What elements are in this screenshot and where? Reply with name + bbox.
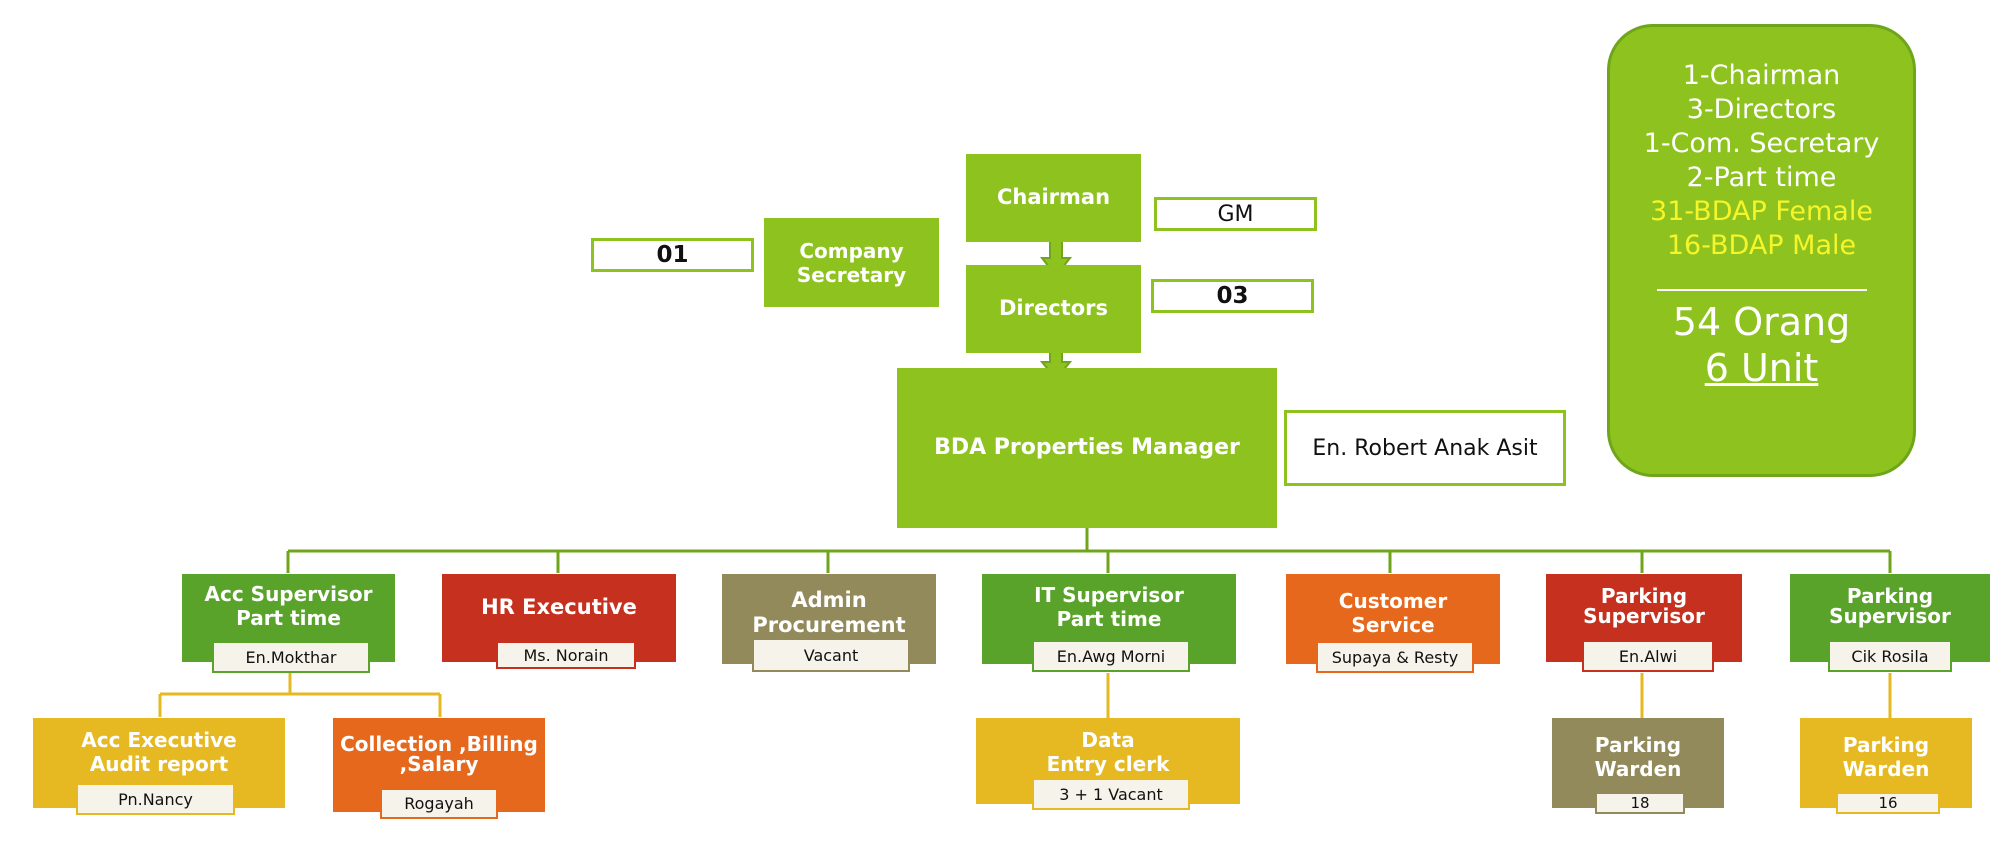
unit-title-line: Part time: [236, 606, 341, 630]
manager-box: BDA Properties Manager: [897, 368, 1277, 528]
unit-name-tag: En.Awg Morni: [1032, 640, 1190, 672]
subunit-person: Rogayah: [404, 794, 474, 813]
unit-person: Vacant: [803, 645, 859, 665]
unit-name-tag: En.Mokthar: [212, 641, 370, 673]
subunit-person: 3 + 1 Vacant: [1059, 784, 1163, 804]
unit-person: Ms. Norain: [523, 645, 609, 665]
summary-highlight-line: 16-BDAP Male: [1666, 230, 1857, 261]
unit-person: En.Mokthar: [245, 647, 337, 667]
summary-line: 3-Directors: [1686, 94, 1837, 125]
subunit-title-line: Acc Executive: [81, 728, 237, 752]
unit-title-line: Parking: [1846, 584, 1934, 608]
unit-name-tag: Ms. Norain: [496, 641, 636, 669]
subunit-title-line: Warden: [1594, 757, 1682, 781]
subunit-title-line: Parking: [1842, 733, 1930, 757]
subunit-name-tag: Rogayah: [380, 788, 498, 819]
summary-total-people: 54 Orang: [1672, 300, 1851, 344]
subunit-title-line: Audit report: [89, 752, 229, 776]
subunit-title-line: Collection ,Billing: [340, 732, 538, 756]
unit-title-line: Supervisor: [1583, 604, 1705, 628]
summary-total-units: 6 Unit: [1704, 346, 1819, 390]
secretary-count: 01: [656, 242, 689, 268]
manager-name: En. Robert Anak Asit: [1312, 435, 1538, 461]
unit-title-line: Parking: [1600, 584, 1688, 608]
manager-label: BDA Properties Manager: [934, 434, 1240, 460]
unit-person: Supaya & Resty: [1331, 647, 1459, 667]
unit-title-line: Service: [1351, 613, 1435, 637]
unit-name-tag: En.Alwi: [1582, 640, 1714, 672]
subunit-name-tag: 16: [1836, 792, 1940, 814]
directors-box: Directors: [966, 265, 1141, 353]
gm-label: GM: [1217, 201, 1254, 227]
chairman-box: Chairman: [966, 154, 1141, 242]
unit-title-line: Admin: [791, 587, 867, 612]
summary-line: 1-Com. Secretary: [1643, 128, 1880, 159]
secretary-count-box: 01: [591, 238, 754, 272]
summary-line: 2-Part time: [1686, 162, 1837, 193]
summary-line: 1-Chairman: [1682, 60, 1841, 91]
subunit-title-line: Parking: [1594, 733, 1682, 757]
subunit-title-line: Data: [1081, 728, 1135, 752]
directors-count-box: 03: [1151, 279, 1314, 313]
subunit-title-line: Entry clerk: [1046, 752, 1170, 776]
unit-title-line: Acc Supervisor: [204, 582, 373, 606]
directors-count: 03: [1216, 283, 1249, 309]
summary-divider: [1656, 289, 1867, 291]
unit-title-line: IT Supervisor: [1034, 583, 1184, 607]
subunit-person: 18: [1630, 794, 1650, 812]
subunit-title-line: Warden: [1842, 757, 1930, 781]
subunit-person: Pn.Nancy: [118, 789, 193, 809]
unit-name-tag: Cik Rosila: [1828, 640, 1952, 672]
unit-name-tag: Vacant: [752, 638, 910, 672]
subunit-name-tag: 18: [1595, 792, 1685, 814]
unit-title-line: Supervisor: [1829, 604, 1951, 628]
unit-name-tag: Supaya & Resty: [1316, 641, 1474, 673]
unit-title-line: Customer: [1338, 589, 1448, 613]
subunit-name-tag: Pn.Nancy: [76, 783, 235, 815]
unit-person: En.Alwi: [1618, 646, 1678, 666]
unit-title-line: Part time: [1056, 607, 1162, 631]
unit-person: En.Awg Morni: [1056, 646, 1166, 666]
subunit-title-line: ,Salary: [399, 752, 479, 776]
subunit-parking-warden-2: Parking Warden: [1800, 718, 1972, 808]
unit-title-line: Procurement: [752, 613, 906, 637]
summary-panel: 1-Chairman 3-Directors 1-Com. Secretary …: [1607, 24, 1916, 477]
unit-person: Cik Rosila: [1851, 646, 1929, 666]
company-secretary-label: Company Secretary: [796, 238, 907, 287]
summary-highlight-line: 31-BDAP Female: [1650, 196, 1873, 227]
gm-box: GM: [1154, 197, 1317, 231]
chairman-label: Chairman: [996, 185, 1111, 210]
unit-title-line: HR Executive: [481, 595, 637, 620]
manager-name-box: En. Robert Anak Asit: [1284, 410, 1566, 486]
subunit-name-tag: 3 + 1 Vacant: [1032, 778, 1190, 810]
company-secretary-box: Company Secretary: [764, 218, 939, 307]
directors-label: Directors: [999, 296, 1108, 321]
subunit-collection-billing: Collection ,Billing ,Salary: [333, 718, 545, 812]
subunit-person: 16: [1878, 794, 1898, 812]
